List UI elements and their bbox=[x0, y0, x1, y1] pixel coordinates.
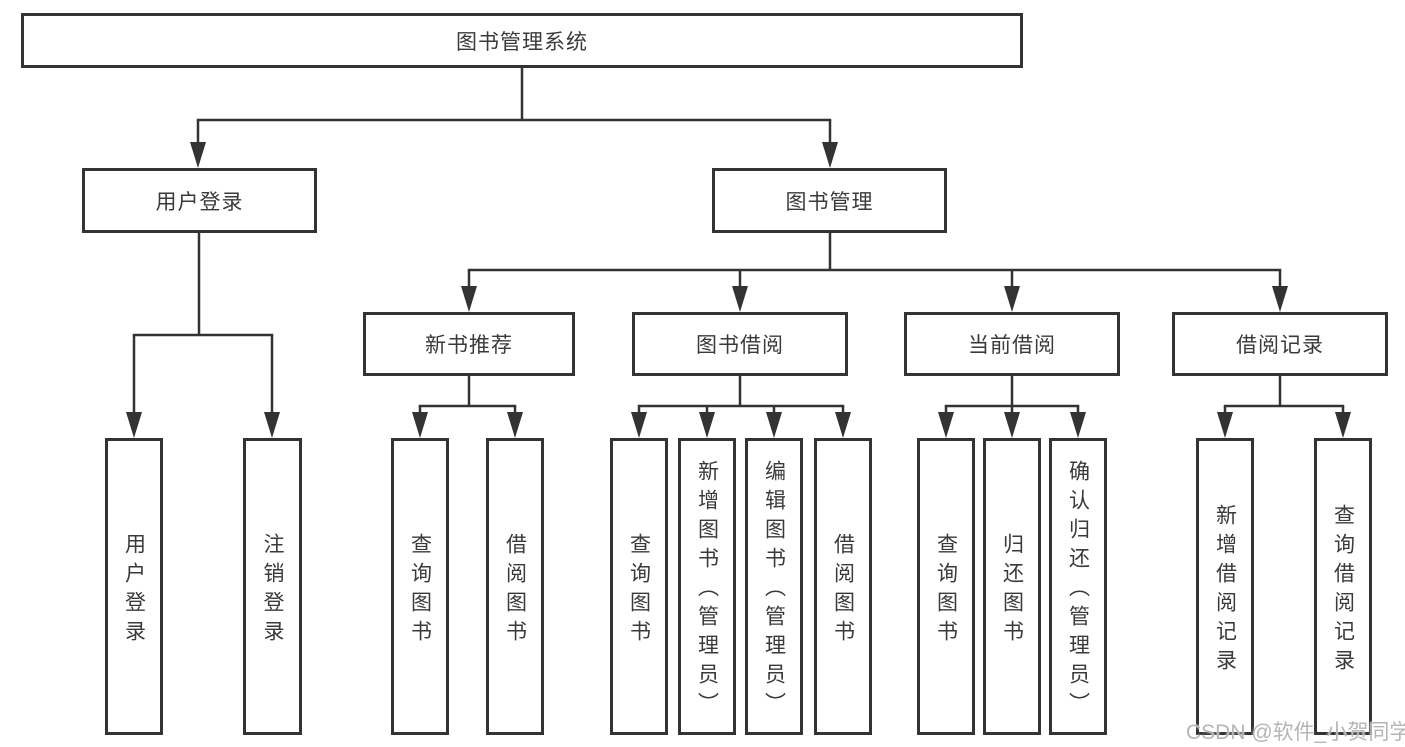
node-library-management-system: 图书管理系统 bbox=[21, 13, 1023, 68]
node-user-login: 用户登录 bbox=[82, 168, 317, 233]
node-label: 借阅记录 bbox=[1236, 334, 1324, 357]
node-leaf-edit-books-admin: 编辑图书（管理员） bbox=[745, 438, 803, 735]
arrowhead-icons bbox=[126, 142, 1351, 438]
node-borrowing-records: 借阅记录 bbox=[1172, 312, 1388, 376]
node-leaf-add-borrow-record: 新增借阅记录 bbox=[1196, 438, 1254, 735]
node-label: 归还图书 bbox=[1000, 532, 1024, 649]
node-leaf-return-books: 归还图书 bbox=[983, 438, 1041, 735]
node-current-borrowing: 当前借阅 bbox=[904, 312, 1120, 376]
node-label: 查询借阅记录 bbox=[1331, 503, 1355, 678]
node-label: 编辑图书（管理员） bbox=[762, 460, 786, 721]
node-leaf-query-borrow-record: 查询借阅记录 bbox=[1314, 438, 1372, 735]
node-leaf-user-login: 用户登录 bbox=[105, 438, 163, 735]
node-label: 图书管理系统 bbox=[456, 30, 588, 54]
node-label: 查询图书 bbox=[408, 532, 432, 649]
node-label: 借阅图书 bbox=[831, 532, 855, 649]
watermark-text: CSDN @软件_小贺同学 bbox=[1186, 721, 1405, 744]
node-leaf-query-books-borrowing: 查询图书 bbox=[610, 438, 668, 735]
node-label: 查询图书 bbox=[627, 532, 651, 649]
node-label: 当前借阅 bbox=[968, 334, 1056, 357]
node-leaf-add-books-admin: 新增图书（管理员） bbox=[678, 438, 736, 735]
node-label: 新书推荐 bbox=[425, 334, 513, 357]
node-leaf-confirm-return-admin: 确认归还（管理员） bbox=[1049, 438, 1107, 735]
node-label: 注销登录 bbox=[261, 532, 284, 649]
node-leaf-borrow-books-borrowing: 借阅图书 bbox=[814, 438, 872, 735]
node-leaf-logout: 注销登录 bbox=[243, 438, 302, 735]
node-label: 确认归还（管理员） bbox=[1066, 460, 1090, 721]
node-label: 用户登录 bbox=[122, 532, 146, 649]
node-new-book-recommend: 新书推荐 bbox=[363, 312, 575, 376]
node-book-management: 图书管理 bbox=[712, 168, 947, 233]
node-leaf-query-books-current: 查询图书 bbox=[917, 438, 975, 735]
node-label: 图书管理 bbox=[785, 190, 874, 214]
node-label: 新增借阅记录 bbox=[1213, 503, 1237, 678]
node-leaf-query-books-recommend: 查询图书 bbox=[391, 438, 449, 735]
node-label: 新增图书（管理员） bbox=[695, 460, 719, 721]
node-label: 查询图书 bbox=[934, 532, 958, 649]
node-label: 借阅图书 bbox=[503, 532, 527, 649]
node-book-borrowing: 图书借阅 bbox=[632, 312, 848, 376]
node-label: 图书借阅 bbox=[696, 334, 784, 357]
node-label: 用户登录 bbox=[155, 190, 244, 214]
node-leaf-borrow-books-recommend: 借阅图书 bbox=[486, 438, 544, 735]
